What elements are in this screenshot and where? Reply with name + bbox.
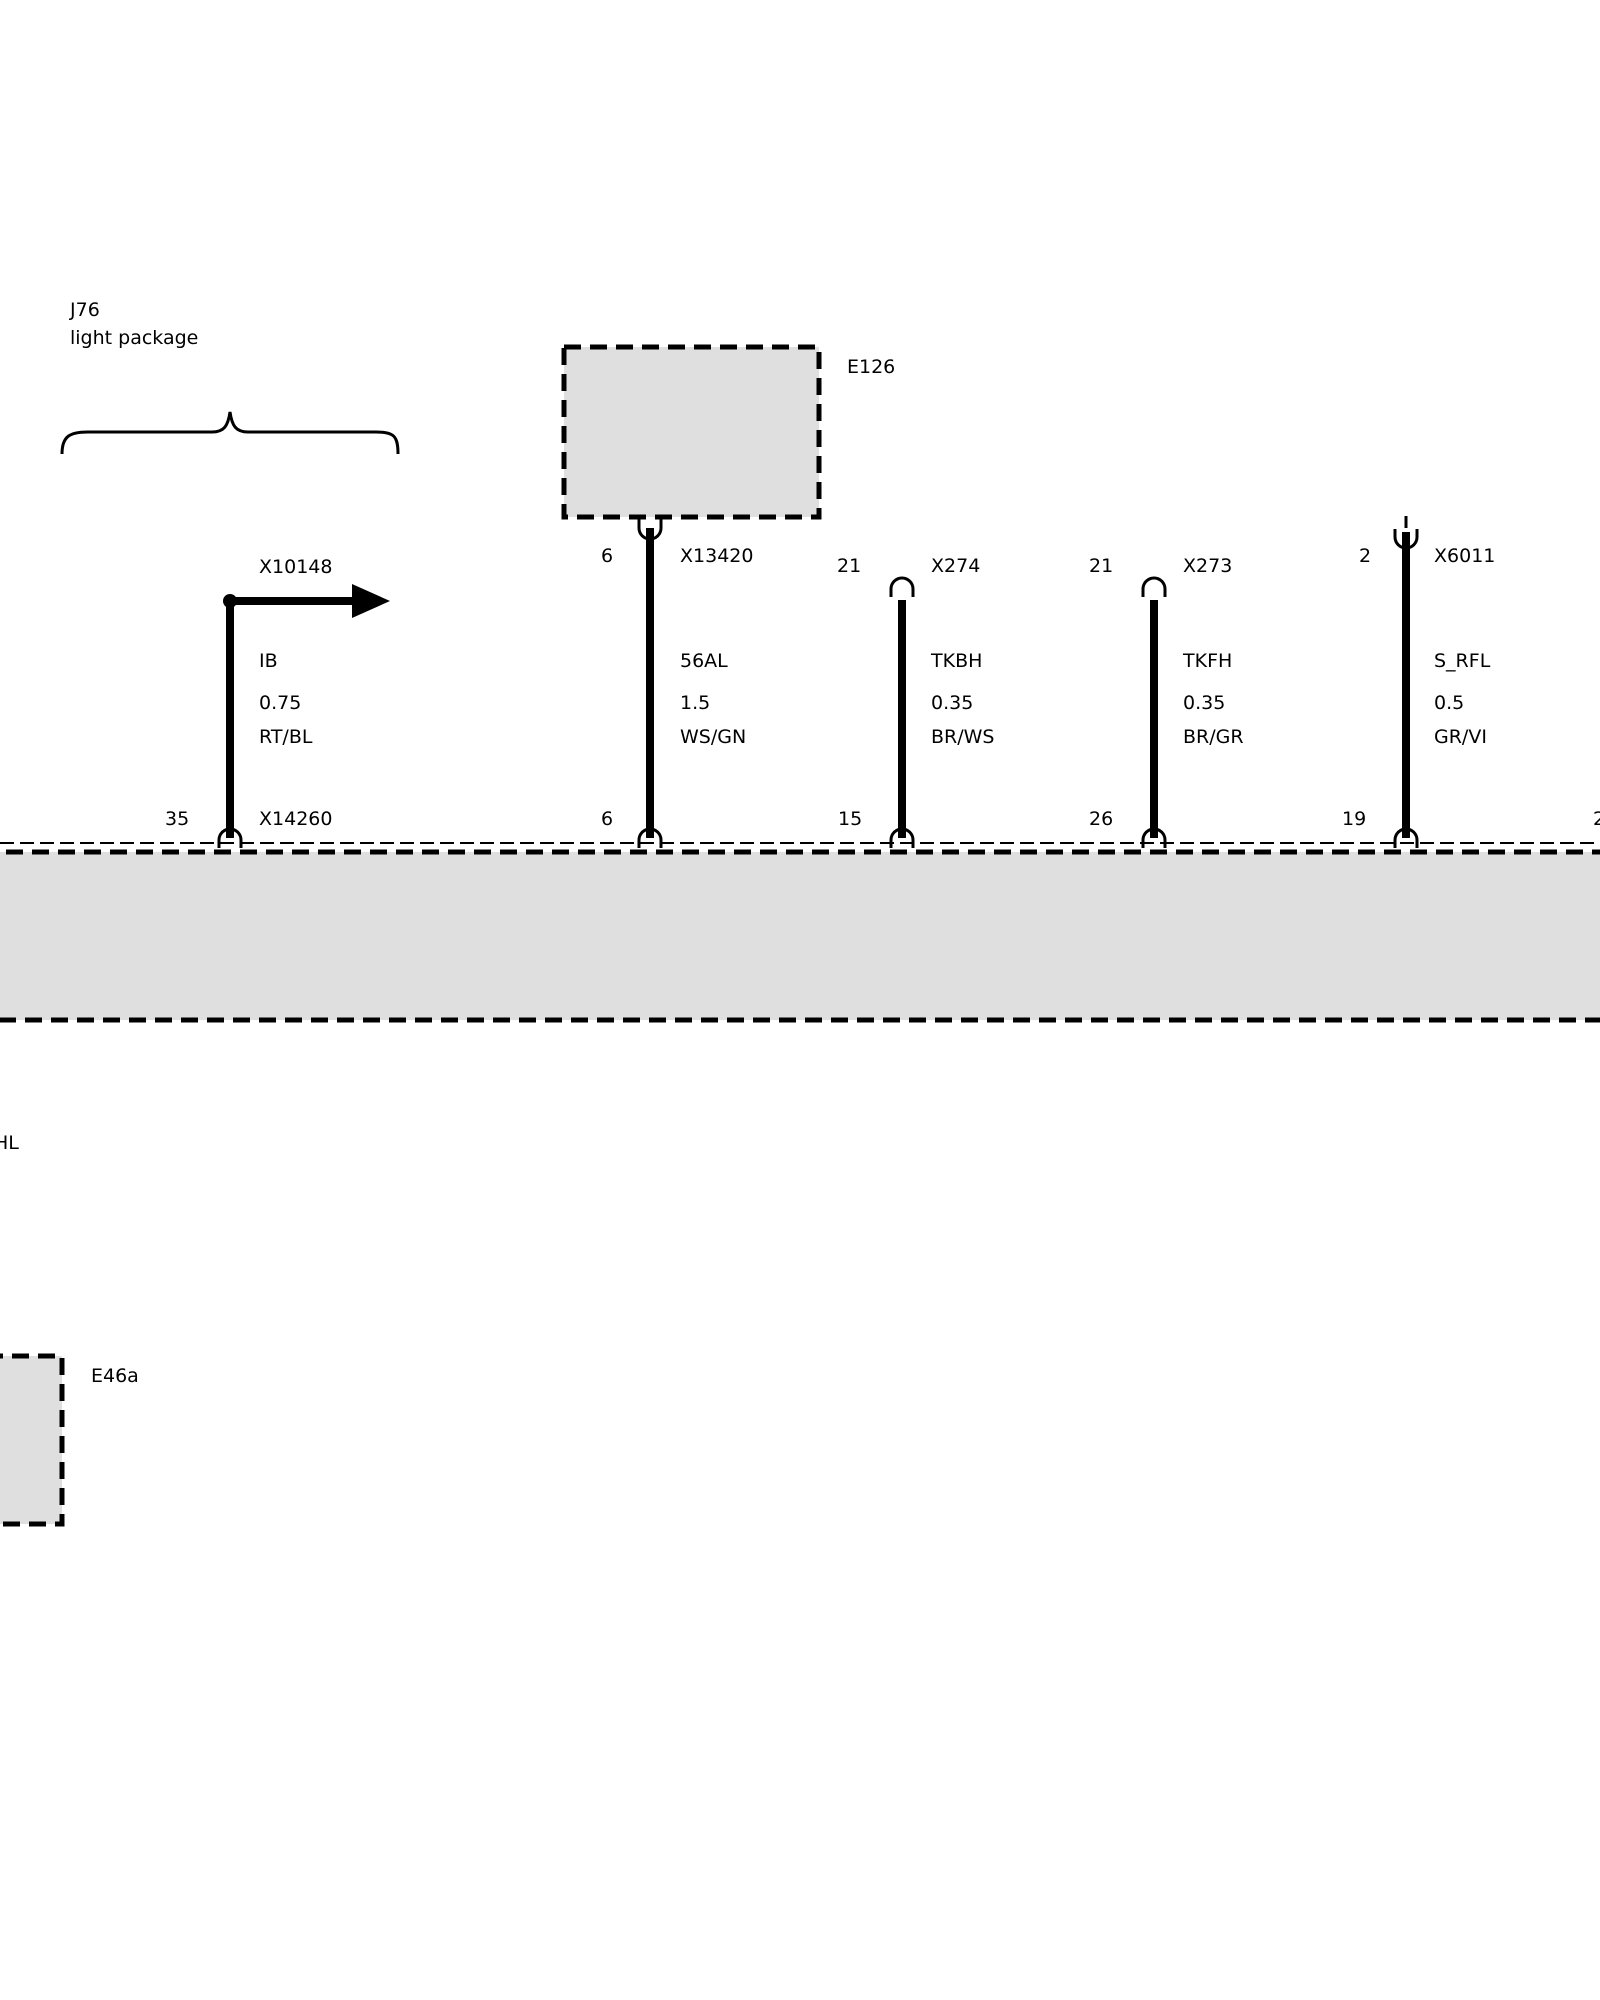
option-brace bbox=[60, 411, 400, 455]
wire-56al-top-pin-icon bbox=[637, 519, 663, 541]
wire-s-rfl-top-connector: X6011 bbox=[1434, 545, 1495, 567]
partial-right-pin: 2 bbox=[1593, 808, 1600, 830]
wire-ib[interactable] bbox=[217, 584, 390, 848]
wire-tkfh-top-pin: 21 bbox=[1089, 555, 1113, 577]
wire-ib-signal: IB bbox=[259, 650, 278, 672]
wire-tkbh-signal: TKBH bbox=[930, 650, 982, 672]
wire-ib-color: RT/BL bbox=[259, 726, 313, 748]
wire-56al[interactable] bbox=[637, 519, 663, 848]
component-e126-label: E126 bbox=[847, 356, 895, 378]
wire-tkfh-top-connector: X273 bbox=[1183, 555, 1232, 577]
wire-tkfh[interactable] bbox=[1141, 576, 1167, 848]
wire-tkbh-bottom-pin-icon bbox=[889, 827, 915, 848]
wire-tkfh-signal: TKFH bbox=[1182, 650, 1232, 672]
wire-tkfh-bottom-pin-icon bbox=[1141, 827, 1167, 848]
component-e46a-box[interactable] bbox=[0, 1353, 65, 1527]
splice-dot bbox=[223, 594, 237, 608]
control-unit-box[interactable] bbox=[0, 849, 1600, 1023]
wire-s-rfl-color: GR/VI bbox=[1434, 726, 1487, 748]
wire-56al-signal: 56AL bbox=[680, 650, 728, 672]
wire-tkfh-gauge: 0.35 bbox=[1183, 692, 1225, 714]
wire-tkfh-bottom-pin: 26 bbox=[1089, 808, 1113, 830]
partial-component-label: HL bbox=[0, 1132, 19, 1154]
wire-tkbh-top-connector: X274 bbox=[931, 555, 980, 577]
wire-tkbh[interactable] bbox=[889, 576, 915, 848]
wire-s-rfl-bottom-pin: 19 bbox=[1342, 808, 1366, 830]
wire-tkbh-top-pin-icon bbox=[889, 576, 915, 597]
wire-ib-gauge: 0.75 bbox=[259, 692, 301, 714]
bus-connector-label: X14260 bbox=[259, 808, 332, 830]
wire-tkfh-top-pin-icon bbox=[1141, 576, 1167, 597]
wire-tkbh-top-pin: 21 bbox=[837, 555, 861, 577]
wire-ib-bottom-pin: 35 bbox=[165, 808, 189, 830]
component-e46a-label: E46a bbox=[91, 1365, 139, 1387]
connector-x10148-label: X10148 bbox=[259, 556, 332, 578]
wire-s-rfl-bottom-pin-icon bbox=[1393, 827, 1419, 848]
option-label: light package bbox=[70, 327, 198, 349]
continuation-arrow-icon bbox=[352, 584, 390, 618]
option-code: J76 bbox=[69, 299, 100, 321]
wire-s-rfl[interactable] bbox=[1393, 516, 1419, 848]
wire-tkbh-color: BR/WS bbox=[931, 726, 995, 748]
wire-ib-bottom-pin-icon bbox=[217, 827, 243, 848]
wire-tkbh-gauge: 0.35 bbox=[931, 692, 973, 714]
wire-s-rfl-top-pin-icon bbox=[1393, 529, 1419, 550]
wire-56al-top-connector: X13420 bbox=[680, 545, 753, 567]
wire-56al-gauge: 1.5 bbox=[680, 692, 710, 714]
wire-56al-color: WS/GN bbox=[680, 726, 746, 748]
wire-56al-top-pin: 6 bbox=[601, 545, 613, 567]
wire-s-rfl-gauge: 0.5 bbox=[1434, 692, 1464, 714]
component-e126-box[interactable] bbox=[561, 344, 822, 520]
wire-s-rfl-signal: S_RFL bbox=[1434, 650, 1491, 672]
wire-56al-bottom-pin-icon bbox=[637, 827, 663, 848]
wire-tkfh-color: BR/GR bbox=[1183, 726, 1244, 748]
wire-tkbh-bottom-pin: 15 bbox=[838, 808, 862, 830]
wire-56al-bottom-pin: 6 bbox=[601, 808, 613, 830]
wire-s-rfl-top-pin: 2 bbox=[1359, 545, 1371, 567]
